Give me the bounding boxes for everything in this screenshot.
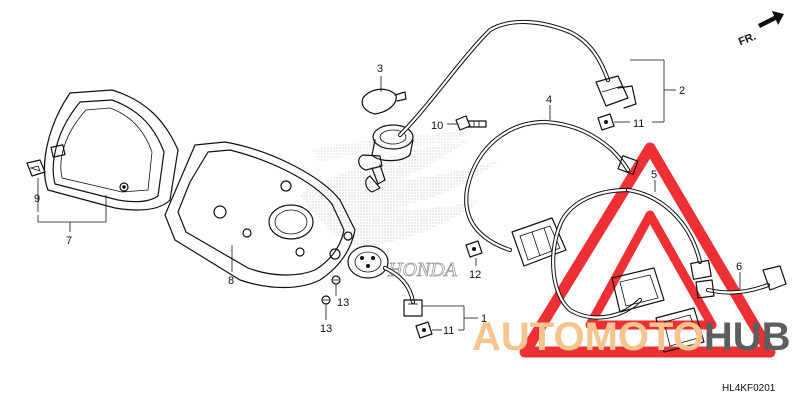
callout-1: 1	[481, 313, 487, 325]
svg-text:AUTOMOTOHUB: AUTOMOTOHUB	[472, 315, 791, 359]
key-cap	[361, 88, 407, 115]
meter-cover	[164, 141, 356, 289]
bolt-10	[455, 115, 487, 131]
callout-12: 12	[469, 269, 481, 281]
callout-8: 8	[228, 275, 234, 287]
callout-11-lower: 11	[443, 325, 454, 337]
callout-10: 10	[431, 120, 443, 132]
watermark-text-part2: HUB	[704, 315, 791, 359]
callout-2: 2	[679, 85, 685, 97]
callout-4: 4	[546, 94, 552, 106]
callout-6: 6	[736, 261, 742, 273]
callout-11-upper: 11	[633, 118, 644, 130]
callout-5: 5	[651, 169, 657, 181]
clip-11-lower	[415, 321, 433, 339]
watermark-text-part1: AUTOMOTO	[472, 315, 704, 359]
clip-11-upper	[597, 113, 615, 131]
watermark-logo	[519, 142, 776, 358]
harness-4	[464, 119, 639, 267]
meter-assembly	[43, 89, 179, 211]
honda-logo-text: HONDA	[387, 259, 458, 281]
clip-12	[465, 240, 483, 258]
screw-13-upper	[331, 275, 341, 285]
front-direction-label: FR.	[737, 30, 758, 48]
meter-socket	[347, 245, 423, 317]
main-harness-2	[397, 19, 637, 138]
leader-lines	[37, 59, 741, 331]
diagram-code: HL4KF0201	[722, 383, 776, 394]
emblem-part	[26, 159, 46, 177]
callout-3: 3	[377, 63, 383, 75]
screw-13-lower	[321, 295, 331, 305]
callout-13-lower: 13	[320, 323, 332, 335]
front-direction-indicator: FR.	[737, 11, 784, 48]
harness-6	[695, 265, 787, 299]
ignition-switch	[358, 124, 414, 193]
harness-5	[551, 187, 712, 353]
watermark-text: AUTOMOTOHUB	[472, 315, 791, 359]
callout-labels: 9 7 8 3 10 4 2 11 5 6 12 13 13 1 11	[34, 63, 742, 337]
callout-7: 7	[66, 235, 72, 247]
callout-13-upper: 13	[337, 297, 349, 309]
callout-9: 9	[34, 193, 40, 205]
